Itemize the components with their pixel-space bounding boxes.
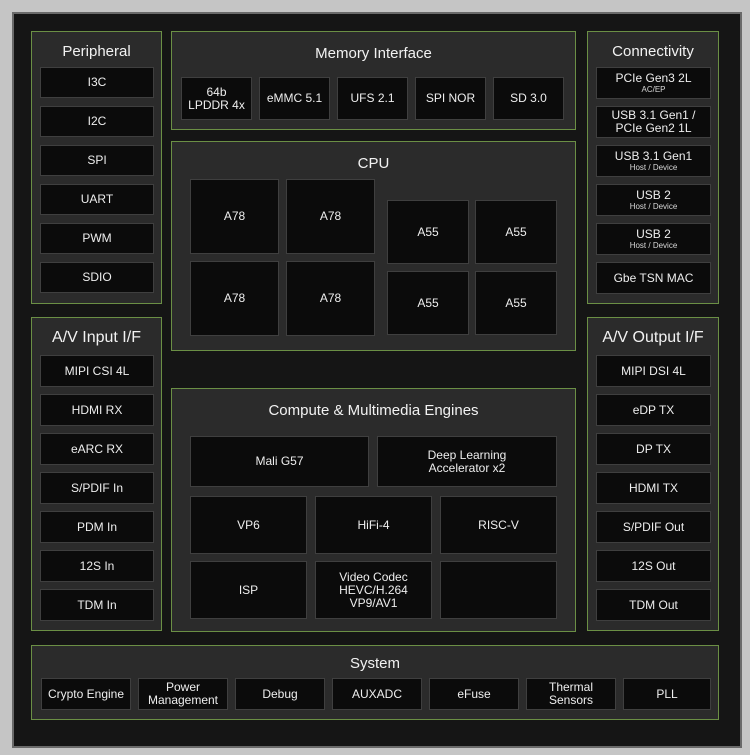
connectivity-item-usb2-b-sub: Host / Device: [629, 241, 678, 250]
av-output-group: A/V Output I/F MIPI DSI 4L eDP TX DP TX …: [587, 317, 719, 631]
connectivity-item-pcie-gen3-main: PCIe Gen3 2L: [615, 71, 692, 85]
peripheral-title: Peripheral: [62, 43, 131, 60]
connectivity-item-pcie-gen3-sub: AC/EP: [641, 85, 666, 94]
av-input-item-mipi-csi: MIPI CSI 4L: [40, 355, 154, 387]
cpu-core-a55-3: A55: [387, 271, 469, 335]
memory-item-lpddr-line2: LPDDR 4x: [188, 97, 245, 112]
compute-empty-block: [440, 561, 557, 619]
connectivity-item-usb31-pcie: USB 3.1 Gen1 /PCIe Gen2 1L: [596, 106, 711, 138]
connectivity-title: Connectivity: [612, 43, 694, 60]
cpu-title: CPU: [357, 155, 390, 172]
compute-risc-v: RISC-V: [440, 496, 557, 554]
system-item-crypto-engine: Crypto Engine: [41, 678, 131, 710]
av-input-item-12s-in: 12S In: [40, 550, 154, 582]
av-input-item-hdmi-rx: HDMI RX: [40, 394, 154, 426]
compute-multimedia-title: Compute & Multimedia Engines: [268, 402, 479, 419]
av-output-item-edp-tx: eDP TX: [596, 394, 711, 426]
av-input-title: A/V Input I/F: [52, 329, 141, 346]
peripheral-item-sdio: SDIO: [40, 262, 154, 293]
connectivity-item-usb2-a-main: USB 2: [636, 188, 671, 202]
cpu-core-a55-2: A55: [475, 200, 557, 264]
connectivity-item-usb31-main: USB 3.1 Gen1: [614, 149, 693, 163]
connectivity-item-usb31-pcie-line1: USB 3.1 Gen1 /: [611, 108, 696, 122]
system-item-debug: Debug: [235, 678, 325, 710]
compute-codec-line2: HEVC/H.264: [339, 582, 408, 597]
av-output-item-tdm-out: TDM Out: [596, 589, 711, 621]
peripheral-item-uart: UART: [40, 184, 154, 215]
compute-dla-line2: Accelerator x2: [428, 460, 506, 475]
system-item-pll: PLL: [623, 678, 711, 710]
av-input-item-spdif-in: S/PDIF In: [40, 472, 154, 504]
av-output-item-hdmi-tx: HDMI TX: [596, 472, 711, 504]
memory-item-sd: SD 3.0: [493, 77, 564, 120]
compute-codec-line3: VP9/AV1: [349, 595, 398, 610]
av-output-item-spdif-out: S/PDIF Out: [596, 511, 711, 543]
av-input-item-earc-rx: eARC RX: [40, 433, 154, 465]
system-item-power-line1: Power: [165, 680, 200, 694]
memory-item-emmc: eMMC 5.1: [259, 77, 330, 120]
connectivity-item-usb2-b-main: USB 2: [636, 227, 671, 241]
peripheral-item-pwm: PWM: [40, 223, 154, 254]
memory-item-lpddr-line1: 64b: [206, 84, 227, 99]
compute-codec-line1: Video Codec: [339, 569, 408, 584]
av-output-item-mipi-dsi: MIPI DSI 4L: [596, 355, 711, 387]
compute-hifi4: HiFi-4: [315, 496, 432, 554]
connectivity-item-usb2-a-sub: Host / Device: [629, 202, 678, 211]
system-item-power-line2: Management: [147, 693, 219, 707]
cpu-core-a78-1: A78: [190, 179, 279, 254]
connectivity-item-gbe-tsn: Gbe TSN MAC: [596, 262, 711, 294]
system-item-auxadc: AUXADC: [332, 678, 422, 710]
cpu-core-a78-2: A78: [286, 179, 375, 254]
compute-mali-g57: Mali G57: [190, 436, 369, 487]
system-item-efuse: eFuse: [429, 678, 519, 710]
system-item-thermal-line1: Thermal: [548, 680, 593, 694]
av-output-item-dp-tx: DP TX: [596, 433, 711, 465]
compute-vp6: VP6: [190, 496, 307, 554]
compute-dla-line1: Deep Learning: [427, 447, 507, 462]
av-output-item-12s-out: 12S Out: [596, 550, 711, 582]
av-input-item-pdm-in: PDM In: [40, 511, 154, 543]
peripheral-item-spi: SPI: [40, 145, 154, 176]
cpu-core-a78-4: A78: [286, 261, 375, 336]
system-item-thermal-line2: Sensors: [548, 693, 594, 707]
cpu-core-a78-3: A78: [190, 261, 279, 336]
compute-multimedia-group: Compute & Multimedia Engines Mali G57 De…: [171, 388, 576, 632]
compute-isp: ISP: [190, 561, 307, 619]
cpu-group: CPU A78 A78 A78 A78 A55 A55 A55 A55: [171, 141, 576, 351]
system-title: System: [349, 655, 400, 672]
connectivity-item-usb31-pcie-line2: PCIe Gen2 1L: [615, 121, 692, 135]
cpu-core-a55-1: A55: [387, 200, 469, 264]
cpu-core-a55-4: A55: [475, 271, 557, 335]
peripheral-item-i2c: I2C: [40, 106, 154, 137]
memory-interface-title: Memory Interface: [315, 45, 432, 62]
memory-item-spi-nor: SPI NOR: [415, 77, 486, 120]
memory-item-ufs: UFS 2.1: [337, 77, 408, 120]
av-input-item-tdm-in: TDM In: [40, 589, 154, 621]
peripheral-item-i3c: I3C: [40, 67, 154, 98]
connectivity-item-usb31-sub: Host / Device: [629, 163, 678, 172]
av-input-group: A/V Input I/F MIPI CSI 4L HDMI RX eARC R…: [31, 317, 162, 631]
peripheral-group: Peripheral I3C I2C SPI UART PWM SDIO: [31, 31, 162, 304]
av-output-title: A/V Output I/F: [602, 329, 704, 346]
